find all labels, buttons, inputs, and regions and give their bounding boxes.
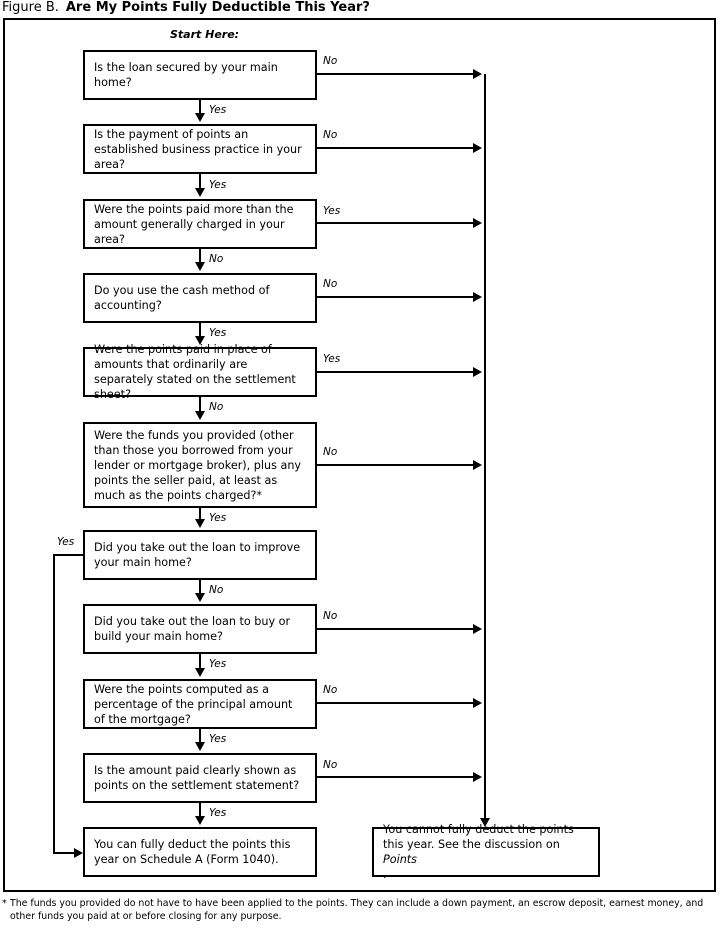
edge-label-n10-down: Yes bbox=[209, 807, 227, 819]
decision-box-improve-main-home-text: Did you take out the loan to improve you… bbox=[94, 541, 301, 569]
branch-n6-right bbox=[317, 464, 476, 466]
branch-n8-right-arrowhead bbox=[473, 624, 482, 634]
decision-box-loan-secured-text: Is the loan secured by your main home? bbox=[94, 61, 278, 89]
decision-box-points-more-than-charged[interactable]: Were the points paid more than the amoun… bbox=[83, 199, 317, 249]
connector-n5-n6-arrowhead bbox=[195, 411, 205, 420]
connector-n1-n2 bbox=[199, 100, 201, 115]
connector-n10-t1-arrowhead bbox=[195, 816, 205, 825]
edge-label-n6-right: No bbox=[323, 446, 338, 458]
branch-n2-right-arrowhead bbox=[473, 143, 482, 153]
branch-n8-right bbox=[317, 628, 476, 630]
edge-label-n9-down: Yes bbox=[209, 733, 227, 745]
branch-n6-right-arrowhead bbox=[473, 460, 482, 470]
branch-n1-right bbox=[317, 73, 476, 75]
figure-title-label: Figure B. bbox=[2, 0, 59, 15]
branch-n4-right-arrowhead bbox=[473, 292, 482, 302]
edge-label-n1-down: Yes bbox=[209, 104, 227, 116]
branch-n9-right bbox=[317, 702, 476, 704]
edge-label-n8-down: Yes bbox=[209, 658, 227, 670]
edge-label-n3-down: No bbox=[209, 253, 224, 265]
connector-n9-n10 bbox=[199, 729, 201, 744]
connector-n3-n4-arrowhead bbox=[195, 262, 205, 271]
decision-box-business-practice[interactable]: Is the payment of points an established … bbox=[83, 124, 317, 174]
terminal-box-can-deduct-text: You can fully deduct the points this yea… bbox=[94, 838, 291, 866]
branch-n5-right bbox=[317, 371, 476, 373]
branch-n5-right-arrowhead bbox=[473, 367, 482, 377]
decision-box-points-percentage[interactable]: Were the points computed as a percentage… bbox=[83, 679, 317, 729]
decision-box-loan-secured[interactable]: Is the loan secured by your main home? bbox=[83, 50, 317, 100]
start-here-label: Start Here: bbox=[170, 28, 240, 41]
connector-n7-n8-arrowhead bbox=[195, 593, 205, 602]
bypass-line-horizontal-top bbox=[53, 554, 85, 556]
branch-n1-right-arrowhead bbox=[473, 69, 482, 79]
footnote-marker: * bbox=[2, 898, 7, 909]
edge-label-n2-down: Yes bbox=[209, 179, 227, 191]
right-collector-arrowhead bbox=[480, 818, 490, 827]
edge-label-n4-right: No bbox=[323, 278, 338, 290]
connector-n4-n5-arrowhead bbox=[195, 336, 205, 345]
connector-n6-n7-arrowhead bbox=[195, 519, 205, 528]
terminal-box-cannot-deduct-text-after: . bbox=[383, 868, 387, 881]
connector-n9-n10-arrowhead bbox=[195, 742, 205, 751]
terminal-box-cannot-deduct-text-before: You cannot fully deduct the points this … bbox=[383, 823, 574, 851]
terminal-box-cannot-deduct-text-italic: Points bbox=[383, 853, 418, 866]
decision-box-improve-main-home[interactable]: Did you take out the loan to improve you… bbox=[83, 530, 317, 580]
connector-n6-n7 bbox=[199, 508, 201, 521]
connector-n5-n6 bbox=[199, 397, 201, 413]
decision-box-buy-or-build[interactable]: Did you take out the loan to buy or buil… bbox=[83, 604, 317, 654]
branch-n2-right bbox=[317, 147, 476, 149]
terminal-box-can-deduct[interactable]: You can fully deduct the points this yea… bbox=[83, 827, 317, 877]
edge-label-n4-down: Yes bbox=[209, 327, 227, 339]
connector-n8-n9-arrowhead bbox=[195, 668, 205, 677]
edge-label-n5-right: Yes bbox=[323, 353, 341, 365]
connector-n7-n8 bbox=[199, 580, 201, 595]
connector-n8-n9 bbox=[199, 654, 201, 670]
decision-box-amount-shown-as-points-text: Is the amount paid clearly shown as poin… bbox=[94, 764, 300, 792]
branch-n9-right-arrowhead bbox=[473, 698, 482, 708]
decision-box-cash-method-text: Do you use the cash method of accounting… bbox=[94, 284, 270, 312]
branch-n3-right-arrowhead bbox=[473, 218, 482, 228]
figure-title-main: Are My Points Fully Deductible This Year… bbox=[65, 0, 370, 15]
edge-label-n9-right: No bbox=[323, 684, 338, 696]
branch-n10-right bbox=[317, 776, 476, 778]
edge-label-n8-right: No bbox=[323, 610, 338, 622]
edge-label-n5-down: No bbox=[209, 401, 224, 413]
bypass-line-horizontal-bottom bbox=[53, 852, 77, 854]
decision-box-points-more-than-charged-text: Were the points paid more than the amoun… bbox=[94, 202, 294, 246]
decision-box-funds-provided[interactable]: Were the funds you provided (other than … bbox=[83, 422, 317, 508]
edge-label-n1-right: No bbox=[323, 55, 338, 67]
connector-n2-n3-arrowhead bbox=[195, 188, 205, 197]
edge-label-n7-left: Yes bbox=[57, 536, 75, 548]
terminal-box-cannot-deduct[interactable]: You cannot fully deduct the points this … bbox=[372, 823, 600, 881]
decision-box-points-in-place-of-amounts[interactable]: Were the points paid in place of amounts… bbox=[83, 343, 317, 401]
bypass-line-vertical bbox=[53, 554, 55, 854]
edge-label-n2-right: No bbox=[323, 129, 338, 141]
connector-n1-n2-arrowhead bbox=[195, 113, 205, 122]
right-collector-line bbox=[484, 74, 486, 825]
edge-label-n7-down: No bbox=[209, 584, 224, 596]
connector-n10-t1 bbox=[199, 803, 201, 818]
edge-label-n3-right: Yes bbox=[323, 205, 341, 217]
bypass-arrowhead bbox=[74, 848, 83, 858]
decision-box-cash-method[interactable]: Do you use the cash method of accounting… bbox=[83, 273, 317, 323]
edge-label-n10-right: No bbox=[323, 759, 338, 771]
footnote: * The funds you provided do not have to … bbox=[2, 898, 719, 923]
decision-box-points-percentage-text: Were the points computed as a percentage… bbox=[94, 682, 293, 726]
decision-box-buy-or-build-text: Did you take out the loan to buy or buil… bbox=[94, 615, 291, 643]
decision-box-points-in-place-of-amounts-text: Were the points paid in place of amounts… bbox=[94, 343, 296, 401]
decision-box-funds-provided-text: Were the funds you provided (other than … bbox=[94, 428, 302, 502]
connector-n2-n3 bbox=[199, 174, 201, 190]
decision-box-business-practice-text: Is the payment of points an established … bbox=[94, 127, 302, 171]
edge-label-n6-down: Yes bbox=[209, 512, 227, 524]
figure-title: Figure B. Are My Points Fully Deductible … bbox=[2, 0, 370, 16]
footnote-text: The funds you provided do not have to ha… bbox=[10, 898, 704, 922]
connector-n4-n5 bbox=[199, 323, 201, 338]
branch-n4-right bbox=[317, 296, 476, 298]
branch-n10-right-arrowhead bbox=[473, 772, 482, 782]
decision-box-amount-shown-as-points[interactable]: Is the amount paid clearly shown as poin… bbox=[83, 753, 317, 803]
connector-n3-n4 bbox=[199, 249, 201, 264]
branch-n3-right bbox=[317, 222, 476, 224]
terminal-box-cannot-deduct-text: You cannot fully deduct the points this … bbox=[383, 822, 589, 882]
